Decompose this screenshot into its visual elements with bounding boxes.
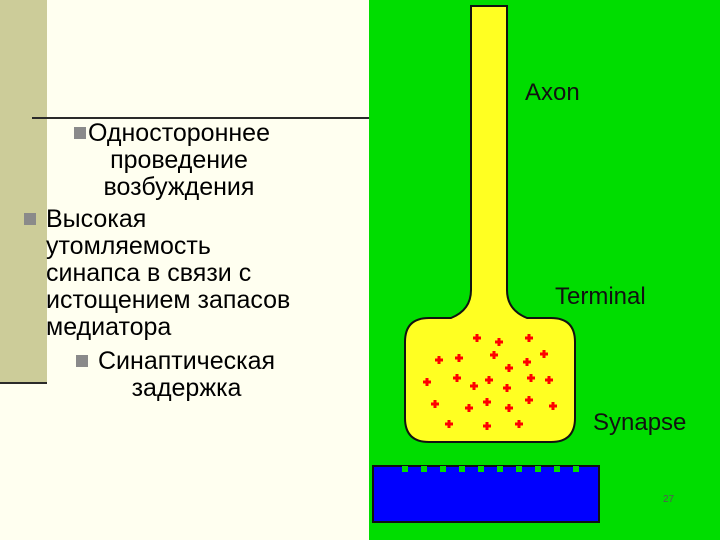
vesicle-dot: [483, 398, 491, 406]
vesicle-dot: [445, 420, 453, 428]
vesicle-group: [423, 334, 557, 430]
vesicle-dot: [505, 364, 513, 372]
vesicle-dot: [490, 351, 498, 359]
receptor-dot: [402, 466, 408, 472]
square-bullet-icon: [24, 213, 36, 225]
receptor-dot: [421, 466, 427, 472]
receptor-dot: [554, 466, 560, 472]
vesicle-dot: [485, 376, 493, 384]
vesicle-dot: [465, 404, 473, 412]
square-bullet-icon: [74, 127, 86, 139]
vesicle-dot: [549, 402, 557, 410]
vesicle-dot: [473, 334, 481, 342]
bullet-list: Одностороннее проведение возбуждения Выс…: [24, 119, 366, 402]
bullet-text-fatigue: Высокая утомляемость синапса в связи с и…: [46, 205, 291, 341]
synapse-label: Synapse: [593, 409, 686, 436]
title-divider-line: [32, 117, 372, 119]
bullet-item: Высокая утомляемость синапса в связи с и…: [24, 205, 366, 341]
vesicle-dot: [435, 356, 443, 364]
vesicle-dot: [505, 404, 513, 412]
receptor-dot: [440, 466, 446, 472]
postsynaptic-membrane: [372, 465, 600, 523]
receptor-dot: [497, 466, 503, 472]
vesicle-dot: [523, 358, 531, 366]
vesicle-dot: [525, 334, 533, 342]
vesicle-dot: [545, 376, 553, 384]
slide-number: 27: [663, 494, 675, 505]
axon-label: Axon: [525, 79, 580, 106]
bullet-text-synaptic-delay: Синаптическая задержка: [98, 347, 276, 402]
bullet-text-one-way-conduction: Одностороннее проведение возбуждения: [88, 119, 270, 201]
square-bullet-icon: [76, 355, 88, 367]
vesicle-dot: [515, 420, 523, 428]
left-decor-band: [0, 0, 47, 382]
vesicle-dot: [453, 374, 461, 382]
vesicle-dot: [525, 396, 533, 404]
vesicle-dot: [483, 422, 491, 430]
synapse-diagram: Axon Terminal Synapse: [369, 0, 720, 540]
vesicle-dot: [470, 382, 478, 390]
receptor-dot: [573, 466, 579, 472]
vesicle-dot: [431, 400, 439, 408]
axon-terminal-shape: [404, 5, 576, 443]
bottom-divider-line: [0, 382, 47, 384]
terminal-label: Terminal: [555, 283, 646, 310]
diagram-background: [369, 0, 720, 540]
vesicle-dot: [540, 350, 548, 358]
vesicle-dot: [495, 338, 503, 346]
receptor-dot: [459, 466, 465, 472]
receptor-dot: [478, 466, 484, 472]
vesicle-dot: [527, 374, 535, 382]
bullet-item: Одностороннее проведение возбуждения: [74, 119, 270, 201]
bullet-item: Синаптическая задержка: [76, 347, 276, 402]
receptor-dot: [535, 466, 541, 472]
vesicle-dot: [503, 384, 511, 392]
receptor-group: [402, 466, 579, 472]
vesicle-dot: [423, 378, 431, 386]
vesicle-dot: [455, 354, 463, 362]
receptor-dot: [516, 466, 522, 472]
